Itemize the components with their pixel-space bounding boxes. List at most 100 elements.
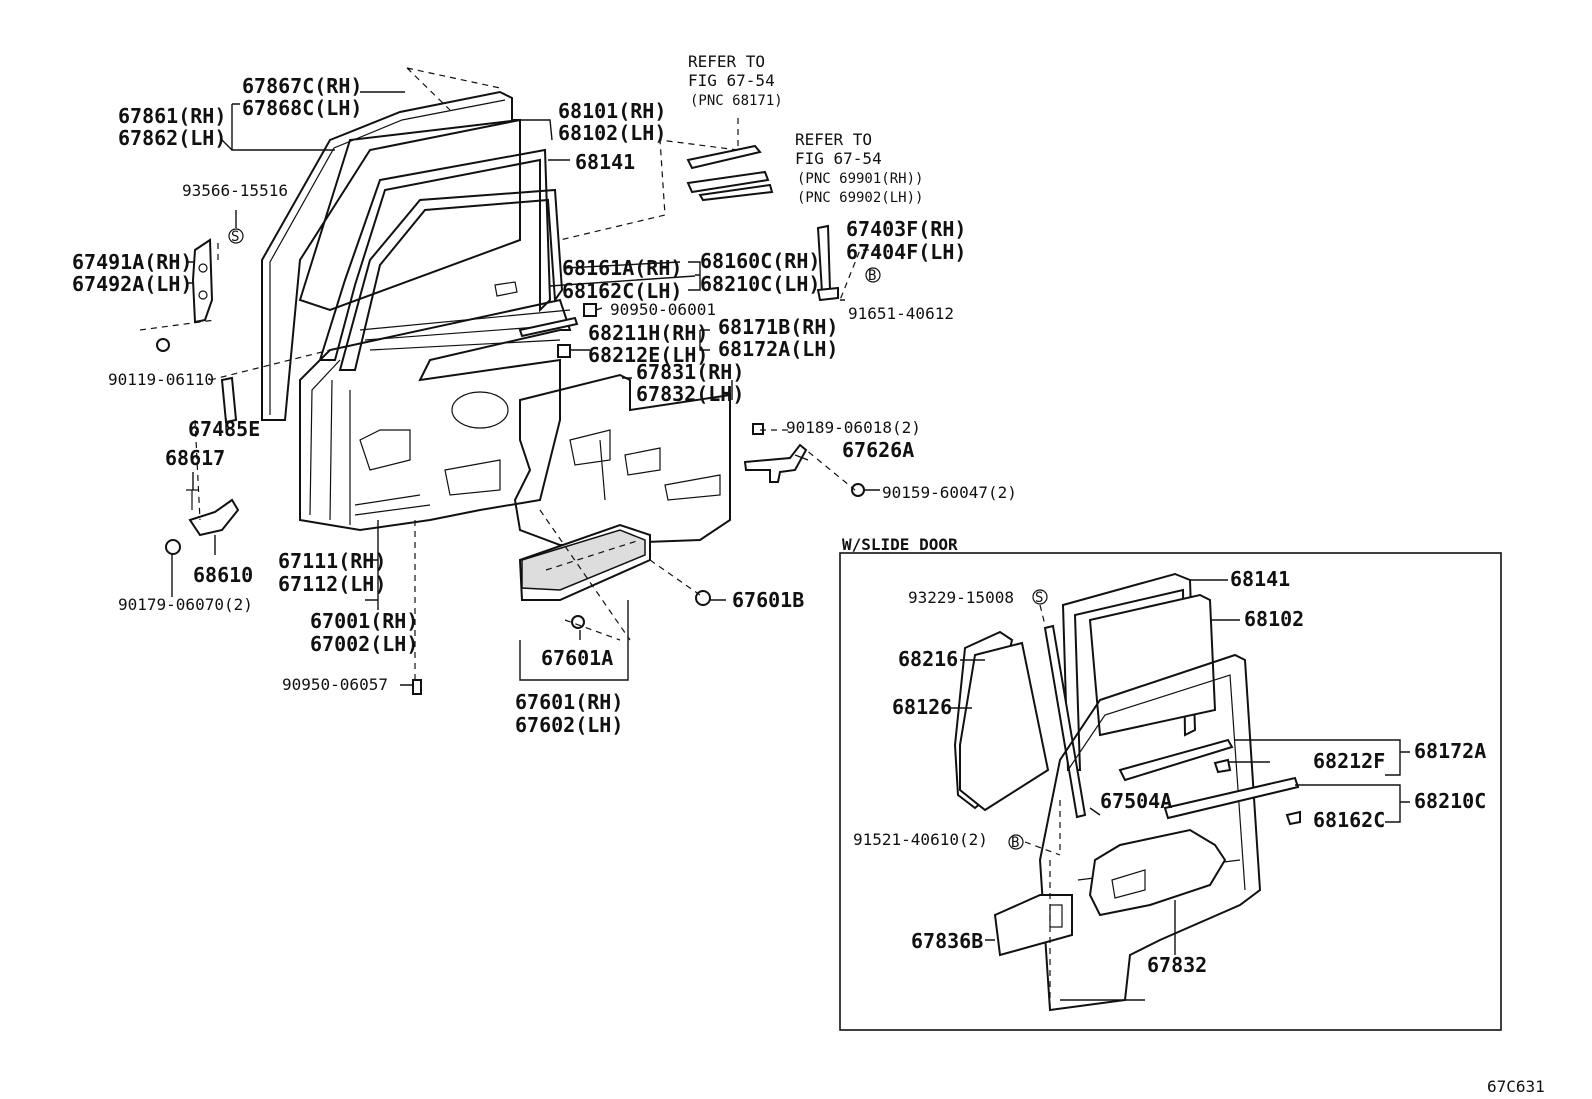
- label-67867C: 67867C(RH): [242, 74, 362, 98]
- label-67112: 67112(LH): [278, 572, 386, 596]
- clip-68212E: [557, 344, 571, 358]
- slide-label-68102: 68102: [1244, 607, 1304, 631]
- label-68162C: 68162C(LH): [562, 279, 682, 303]
- label-67404F: 67404F(LH): [846, 240, 966, 264]
- armrest-pocket: [521, 529, 646, 591]
- label-68211H: 68211H(RH): [588, 321, 708, 345]
- door-lower-access: [444, 459, 501, 496]
- door-glass: [298, 118, 521, 312]
- slide-trim-67836B: [993, 894, 1073, 957]
- slide-division-bar: [1043, 624, 1087, 819]
- label-67491A: 67491A(RH): [72, 250, 192, 274]
- slide-label-67832: 67832: [1147, 953, 1207, 977]
- slide-door-glass: [1088, 593, 1217, 737]
- label-90159: 90159-60047(2): [882, 483, 1017, 502]
- door-check-68610: [188, 498, 240, 537]
- label-67403F: 67403F(RH): [846, 217, 966, 241]
- label-90950-06001: 90950-06001: [610, 300, 716, 319]
- slide-quarter-glass: [959, 641, 1050, 812]
- slide-label-68141: 68141: [1230, 567, 1290, 591]
- slide-label-68216: 68216: [898, 647, 958, 671]
- label-67601B: 67601B: [732, 588, 804, 612]
- label-90119: 90119-06110: [108, 370, 214, 389]
- bolt-90119: [156, 338, 170, 352]
- door-inner-panel: [299, 298, 572, 532]
- ref2-line1: REFER TO: [795, 130, 872, 149]
- ref1-line2: FIG 67-54: [688, 71, 775, 90]
- label-68141: 68141: [575, 150, 635, 174]
- slide-leaders: [950, 579, 1410, 1001]
- glass-run: [318, 148, 552, 361]
- glass-run-clip-68211: [518, 316, 579, 338]
- ref1-line3: (PNC 68171): [690, 93, 783, 109]
- moulding-69901: [686, 170, 770, 194]
- door-trim-details: [569, 429, 721, 501]
- label-67485E: 67485E: [188, 417, 260, 441]
- clip-90950-06001: [583, 303, 597, 317]
- door-lower-lines: [354, 429, 431, 516]
- symbol-s-93566: [228, 228, 244, 244]
- slide-label-68162C: 68162C: [1313, 808, 1385, 832]
- label-67111: 67111(RH): [278, 549, 386, 573]
- label-67601A: 67601A: [541, 646, 613, 670]
- symbol-b-91651: [865, 267, 881, 283]
- slide-door-title: W/SLIDE DOOR: [842, 535, 958, 554]
- moulding-69902: [698, 183, 774, 202]
- slide-label-68212F: 68212F: [1313, 749, 1385, 773]
- ref1-line1: REFER TO: [688, 52, 765, 71]
- label-68172A: 68172A(LH): [718, 337, 838, 361]
- slide-trim-pocket: [1111, 869, 1146, 899]
- slide-label-93229: 93229-15008: [908, 588, 1014, 607]
- label-90189: 90189-06018(2): [786, 418, 921, 437]
- slide-channel-68210C: [1163, 776, 1300, 820]
- regulator-68160C: [494, 281, 518, 297]
- leaders-main: [171, 91, 880, 686]
- label-90179: 90179-06070(2): [118, 595, 253, 614]
- label-68160C: 68160C(RH): [700, 249, 820, 273]
- hinge-bracket-67491: [191, 238, 214, 324]
- label-68161A: 68161A(RH): [562, 256, 682, 280]
- door-trim-board: [513, 373, 731, 547]
- svg-text:B: B: [868, 268, 876, 284]
- label-91651: 91651-40612: [848, 304, 954, 323]
- screw-67601A: [571, 615, 585, 629]
- slide-label-67504A: 67504A: [1100, 789, 1172, 813]
- symbol-b-91521: [1008, 834, 1024, 850]
- slide-label-67836B: 67836B: [911, 929, 983, 953]
- label-68212E: 68212E(LH): [588, 343, 708, 367]
- bracket-67626A: [743, 443, 808, 483]
- hinge-bolt-hole-1: [198, 263, 208, 273]
- label-68617: 68617: [165, 446, 225, 470]
- svg-text:S: S: [1035, 590, 1043, 606]
- label-67868C: 67868C(LH): [242, 96, 362, 120]
- label-67601: 67601(RH): [515, 690, 623, 714]
- door-inner-panel-edge: [309, 359, 351, 525]
- slide-dash-lines: [1024, 604, 1061, 1010]
- door-check-67485: [220, 376, 238, 424]
- label-67001: 67001(RH): [310, 609, 418, 633]
- label-67861: 67861(RH): [118, 104, 226, 128]
- slide-clip-68212F: [1213, 758, 1232, 774]
- slide-channel-68172A: [1118, 738, 1234, 782]
- figure-code: 67C631: [1487, 1077, 1545, 1096]
- guide-lines-main: [139, 67, 880, 680]
- hinge-bolt-hole-2: [198, 290, 208, 300]
- slide-trim-67832: [1088, 828, 1227, 917]
- label-67862: 67862(LH): [118, 126, 226, 150]
- symbol-s-93229: [1032, 589, 1048, 605]
- svg-text:S: S: [231, 229, 239, 245]
- slide-clip-68162C: [1285, 810, 1301, 826]
- clip-90189: [752, 423, 764, 435]
- label-68210C: 68210C(LH): [700, 272, 820, 296]
- ref2-line4: (PNC 69902(LH)): [797, 190, 923, 206]
- slide-label-68172A: 68172A: [1414, 739, 1486, 763]
- door-access-hole: [451, 391, 509, 429]
- window-frame: [338, 188, 564, 371]
- label-67602: 67602(LH): [515, 713, 623, 737]
- nut-90179: [165, 539, 181, 555]
- slide-label-91521: 91521-40610(2): [853, 830, 988, 849]
- clip-90950-06057: [412, 679, 422, 695]
- label-67626A: 67626A: [842, 438, 914, 462]
- pin-68617: [186, 489, 198, 510]
